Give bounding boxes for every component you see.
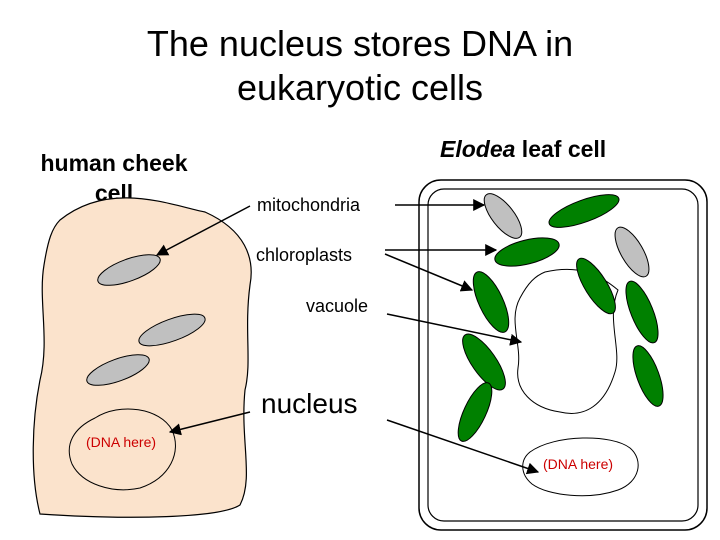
elodea-heading-rest: leaf cell [515, 136, 607, 162]
chloroplast [457, 382, 493, 442]
chloroplast [632, 345, 664, 407]
elodea-dna-label: (DNA here) [543, 456, 614, 472]
chloroplast [625, 280, 659, 344]
elodea-mitochondrion [483, 193, 523, 239]
chloroplast [548, 194, 620, 228]
vacuole-label: vacuole [306, 296, 369, 316]
elodea-cell-heading: Elodea leaf cell [440, 134, 606, 164]
arrow-to-cheek-nucleus [168, 411, 251, 436]
cheek-dna-label: (DNA here) [86, 434, 157, 450]
cell-wall-outer [418, 179, 708, 531]
cheek-nucleus [68, 408, 176, 491]
arrow-to-elodea-nucleus [386, 419, 540, 475]
elodea-nucleus [522, 437, 639, 497]
central-vacuole [514, 268, 619, 414]
arrow-to-chloroplast-2 [384, 253, 474, 292]
chloroplast [494, 237, 560, 267]
cheek-mitochondrion [138, 313, 206, 347]
chloroplasts-label: chloroplasts [256, 245, 353, 265]
arrow-to-vacuole [386, 313, 523, 346]
chloroplast [576, 257, 616, 315]
arrow-to-cheek-mitochondrion [155, 205, 251, 256]
nucleus-label: nucleus [261, 388, 358, 419]
cell-membrane-inner [427, 188, 699, 522]
chloroplast [462, 333, 506, 391]
title-line-1: The nucleus stores DNA in [146, 23, 574, 64]
slide-title: The nucleus stores DNA in eukaryotic cel… [0, 22, 720, 110]
cheek-mitochondrion [97, 254, 161, 286]
mitochondria-label: mitochondria [257, 195, 361, 215]
title-line-2: eukaryotic cells [236, 67, 484, 108]
cheek-mitochondrion [86, 354, 150, 386]
cheek-heading-line-1: human cheek [40, 150, 188, 176]
elodea-heading-genus: Elodea [440, 136, 516, 162]
elodea-mitochondrion [614, 226, 650, 278]
chloroplast [472, 271, 510, 333]
